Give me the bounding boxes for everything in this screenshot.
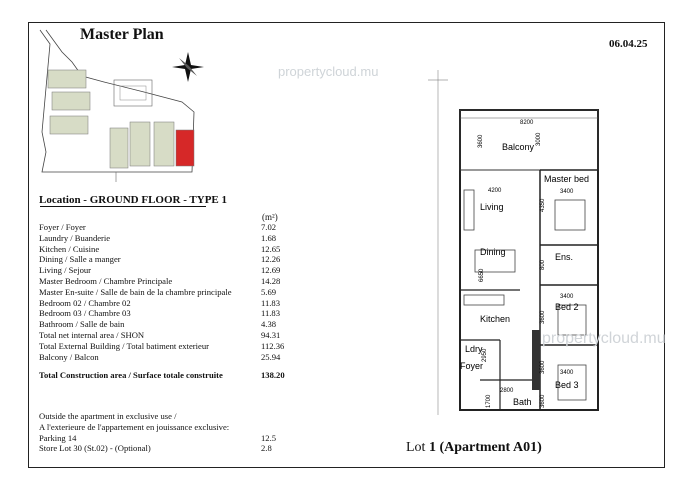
site-building xyxy=(51,91,91,111)
exclusive-row: Store Lot 30 (St.02) - (Optional)2.8 xyxy=(39,443,272,454)
sofa xyxy=(463,189,475,231)
site-building-selected xyxy=(175,129,195,167)
page-title: Master Plan xyxy=(80,26,164,43)
kitchen-counter xyxy=(463,294,505,306)
location-heading: Location - GROUND FLOOR - TYPE 1 xyxy=(39,194,228,206)
dim-label: 6650 xyxy=(479,268,485,282)
dim-label: 3600 xyxy=(540,360,546,374)
room-living: Living xyxy=(480,202,504,212)
lot-label: Lot 1 (Apartment A01) xyxy=(406,440,542,455)
dim-label: 4200 xyxy=(488,188,502,194)
dim-label: 3400 xyxy=(560,294,574,300)
site-plan xyxy=(39,29,195,182)
room-bath: Bath xyxy=(513,397,532,407)
room-ens: Ens. xyxy=(555,252,573,262)
room-foyer: Foyer xyxy=(460,361,483,371)
room-bed3: Bed 3 xyxy=(555,380,579,390)
exclusive-use-block: Outside the apartment in exclusive use /… xyxy=(39,411,299,454)
dim-label: 4350 xyxy=(540,198,546,212)
bed2-furniture xyxy=(557,304,587,336)
units-label: (m²) xyxy=(262,212,278,222)
dim-label: 3400 xyxy=(560,370,574,376)
room-ldry: Ldry xyxy=(465,344,483,354)
dim-label: 3400 xyxy=(560,189,574,195)
site-building xyxy=(109,127,129,169)
room-master-bed: Master bed xyxy=(544,174,589,184)
area-row: Total External Building / Total batiment… xyxy=(39,340,285,351)
master-bed-furniture xyxy=(554,199,586,231)
site-building xyxy=(49,115,89,135)
dim-label: 2950 xyxy=(482,348,488,362)
exclusive-line-1: Outside the apartment in exclusive use / xyxy=(39,411,177,421)
floor-plan: Balcony Master bed Living Dining Ens. Be… xyxy=(428,70,599,415)
dim-label: 800 xyxy=(540,259,546,270)
room-kitchen: Kitchen xyxy=(480,314,510,324)
room-bed2: Bed 2 xyxy=(555,302,579,312)
site-clubhouse xyxy=(113,79,153,107)
bed3-furniture xyxy=(557,364,587,401)
dim-label: 8200 xyxy=(520,120,534,126)
dim-label: 2800 xyxy=(500,388,514,394)
balcony-area xyxy=(459,109,599,171)
room-balcony: Balcony xyxy=(502,142,535,152)
total-row: Total Construction area / Surface totale… xyxy=(39,370,285,381)
wardrobe xyxy=(532,330,540,390)
site-building xyxy=(47,69,87,89)
watermark-plan: propertycloud.mu xyxy=(542,330,666,347)
dim-label: 3600 xyxy=(478,134,484,148)
page-frame xyxy=(28,22,665,468)
north-arrow-icon xyxy=(172,52,204,82)
dim-label: 1700 xyxy=(486,394,492,408)
date-label: 06.04.25 xyxy=(609,38,648,50)
dim-label: 3000 xyxy=(536,132,542,146)
site-boundary xyxy=(39,29,195,173)
watermark: propertycloud.mu xyxy=(278,64,379,79)
location-underline xyxy=(40,206,206,207)
site-building xyxy=(153,121,175,167)
exclusive-line-2: A l'exterieure de l'appartement en jouis… xyxy=(39,421,230,432)
area-row: Master En-suite / Salle de bain de la ch… xyxy=(39,286,277,297)
dim-label: 3600 xyxy=(540,310,546,324)
dining-table xyxy=(474,249,516,273)
site-building xyxy=(129,121,151,167)
dim-label: 3600 xyxy=(540,394,546,408)
room-dining: Dining xyxy=(480,247,506,257)
